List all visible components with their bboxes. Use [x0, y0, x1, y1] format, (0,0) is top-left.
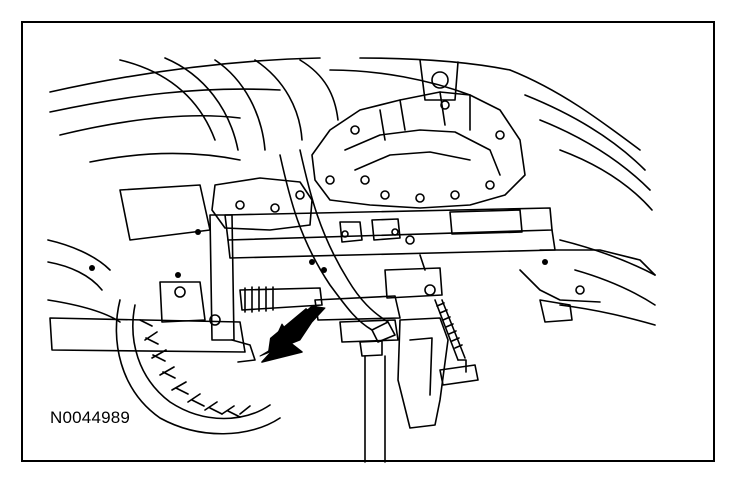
- figure-id-label: N0044989: [50, 408, 131, 427]
- jack-adjuster: [384, 254, 479, 386]
- engine-block: [119, 177, 313, 241]
- halfshaft: [239, 286, 323, 313]
- jack-left-post: [49, 214, 256, 363]
- figure-frame: [21, 21, 715, 462]
- jack-column: [314, 295, 401, 463]
- tire: [115, 299, 281, 435]
- jack-crossmember: [224, 207, 556, 259]
- floor-pan-contours: [47, 57, 656, 326]
- fasteners: [89, 229, 548, 278]
- transmission-housing: [311, 59, 526, 209]
- arrow-indicator: [259, 305, 326, 363]
- right-wheel-arch: [519, 249, 656, 323]
- safety-strap: [279, 149, 396, 343]
- jack-bracket: [397, 317, 449, 429]
